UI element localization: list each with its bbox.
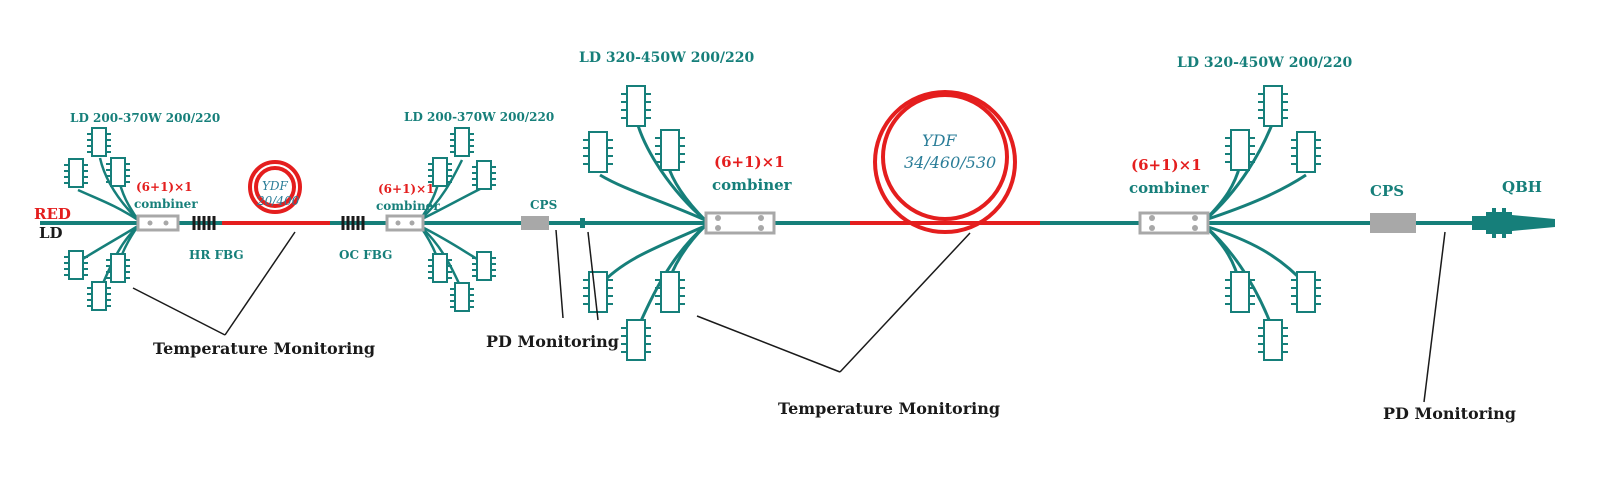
pd-tap-1	[580, 218, 585, 228]
combiner-2	[385, 214, 425, 232]
laser-diode-icon	[63, 250, 89, 280]
combiner-1-label: combiner	[134, 197, 198, 211]
laser-diode-icon	[449, 127, 475, 157]
laser-diode-icon	[427, 253, 453, 283]
cps-2	[1370, 213, 1416, 233]
cps-1-label: CPS	[530, 198, 557, 212]
qbh-connector-icon	[1472, 208, 1555, 238]
ld-group-2-label: LD 200-370W 200/220	[404, 110, 554, 124]
laser-diode-icon	[86, 127, 112, 157]
combiner-4-label: combiner	[1129, 179, 1210, 197]
laser-diode-icon	[620, 85, 652, 127]
laser-diode-icon	[1257, 319, 1289, 361]
laser-diode-icon	[471, 251, 497, 281]
laser-diode-icon	[654, 129, 686, 171]
laser-diode-icon	[63, 158, 89, 188]
combiner-4	[1138, 211, 1210, 235]
laser-diode-icon	[1224, 271, 1256, 313]
red-ld-label-2: LD	[39, 224, 63, 242]
combiner-3-label: combiner	[712, 176, 793, 194]
combiner-3-ratio: (6+1)×1	[714, 153, 785, 171]
laser-diode-icon	[471, 160, 497, 190]
laser-diode-icon	[86, 281, 112, 311]
ld-group-3-label: LD 320-450W 200/220	[579, 50, 755, 66]
laser-diode-icon	[449, 282, 475, 312]
pump-fan-4	[1203, 121, 1308, 331]
laser-diode-icon	[1257, 85, 1289, 127]
temperature-monitoring-label-2: Temperature Monitoring	[778, 399, 1000, 418]
combiner-2-ratio: (6+1)×1	[378, 182, 435, 196]
combiner-3	[704, 211, 776, 235]
qbh-label: QBH	[1502, 178, 1542, 196]
ld-group-1-label: LD 200-370W 200/220	[70, 111, 220, 125]
hr-fbg-label: HR FBG	[189, 248, 244, 262]
red-ld-label: RED	[34, 205, 71, 223]
active-fiber	[222, 90, 1040, 234]
ydf-2-label: YDF	[922, 131, 957, 150]
pump-fan-3	[598, 121, 707, 331]
laser-diode-icon	[105, 157, 131, 187]
leader-lines	[132, 229, 1446, 403]
oc-fbg-label: OC FBG	[339, 248, 392, 262]
ld-group-4-label: LD 320-450W 200/220	[1177, 55, 1353, 71]
ydf-2-core-label: 34/460/530	[904, 153, 996, 172]
combiner-2-label: combiner	[376, 199, 440, 213]
laser-diode-icon	[1290, 271, 1322, 313]
combiner-4-ratio: (6+1)×1	[1131, 156, 1202, 174]
ydf-1-label: YDF	[262, 179, 289, 193]
combiner-1-ratio: (6+1)×1	[136, 180, 193, 194]
laser-diode-icon	[620, 319, 652, 361]
cps-1	[521, 216, 549, 230]
hr-fbg	[192, 216, 216, 230]
combiner-1	[136, 214, 180, 232]
oc-fbg	[341, 216, 365, 230]
laser-diode-icon	[1290, 131, 1322, 173]
pd-monitoring-label-2: PD Monitoring	[1383, 404, 1516, 423]
ydf-1-core-label: 20/400	[256, 194, 300, 208]
laser-diode-icon	[654, 271, 686, 313]
laser-diode-icon	[582, 131, 614, 173]
pd-monitoring-label-1: PD Monitoring	[486, 332, 619, 351]
cps-2-label: CPS	[1370, 182, 1404, 200]
temperature-monitoring-label-1: Temperature Monitoring	[153, 339, 375, 358]
